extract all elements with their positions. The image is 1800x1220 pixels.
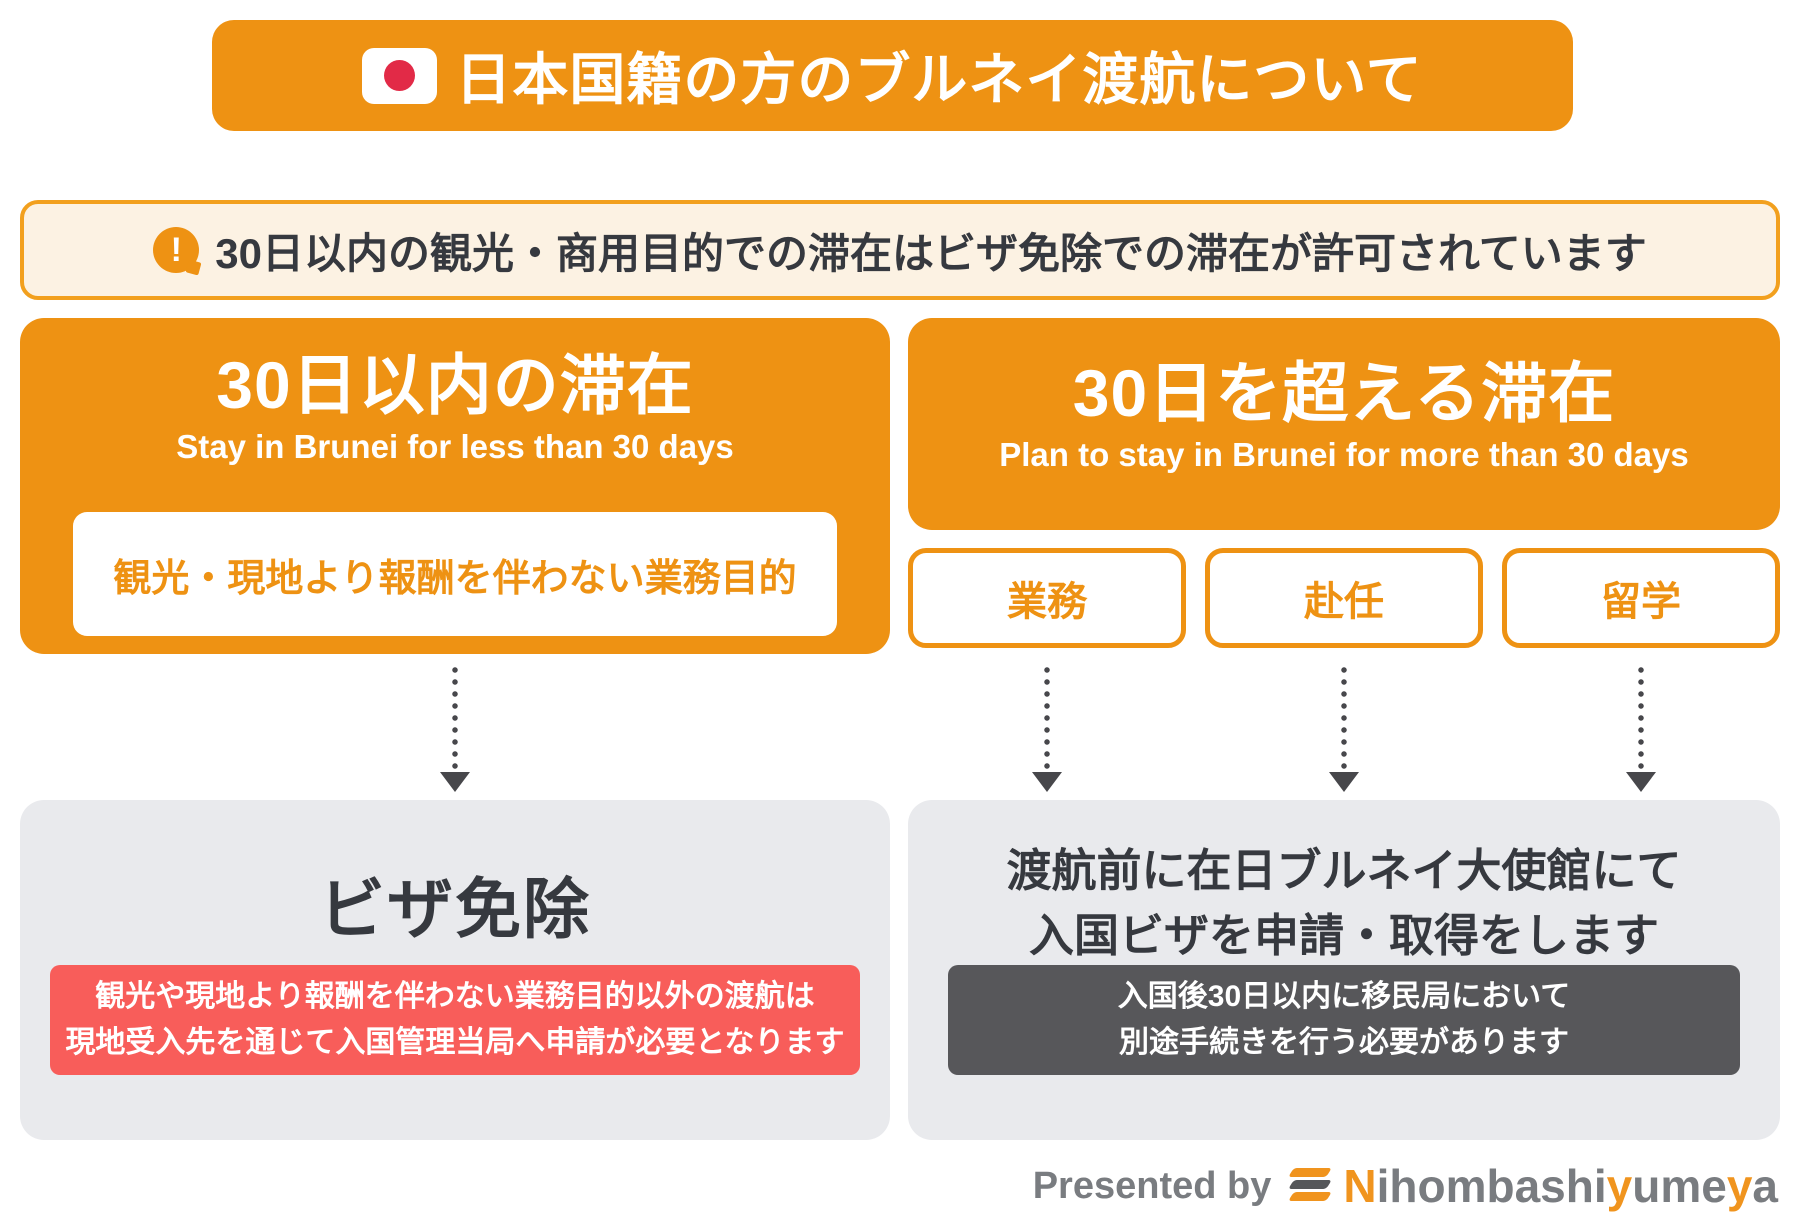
presented-by-label: Presented by (1032, 1164, 1272, 1207)
footer: Presented by Nihombashiyumeya (1033, 1158, 1778, 1214)
long-stay-title-jp: 30日を超える滞在 (1072, 356, 1616, 430)
short-stay-purpose: 観光・現地より報酬を伴わない業務目的 (73, 512, 837, 636)
category-box-study: 留学 (1502, 548, 1780, 648)
page-title: 日本国籍の方のブルネイ渡航について (455, 48, 1423, 111)
brand-name: Nihombashiyumeya (1343, 1159, 1778, 1213)
long-stay-note-line2: 別途手続きを行う必要があります (1119, 1026, 1569, 1059)
long-stay-result-heading: 渡航前に在日ブルネイ大使館にて 入国ビザを申請・取得をします (908, 838, 1780, 969)
alert-icon: ! (153, 227, 200, 273)
brand-segment: y (1726, 1160, 1753, 1212)
arrow-down-icon (1626, 664, 1656, 794)
arrow-dotted-line (1341, 664, 1347, 770)
notice-text: 30日以内の観光・商用目的での滞在はビザ免除での滞在が許可されています (215, 229, 1647, 277)
japan-flag-icon (362, 47, 438, 104)
brand-segment: y (1606, 1160, 1633, 1212)
category-box-business: 業務 (908, 548, 1186, 648)
long-stay-result-box: 渡航前に在日ブルネイ大使館にて 入国ビザを申請・取得をします 入国後30日以内に… (908, 800, 1780, 1140)
short-stay-note-line2: 現地受入先を通じて入国管理当局へ申請が必要となります (65, 1026, 845, 1059)
brand-segment: a (1752, 1160, 1778, 1212)
long-stay-note-line1: 入国後30日以内に移民局において (1117, 979, 1571, 1013)
arrow-dotted-line (1638, 664, 1644, 770)
arrow-head (1032, 772, 1062, 792)
brand-logo-icon (1288, 1167, 1333, 1201)
arrow-down-icon (1032, 664, 1062, 794)
arrow-dotted-line (1044, 664, 1050, 770)
japan-flag-red-circle (384, 60, 416, 91)
short-stay-box: 30日以内の滞在 Stay in Brunei for less than 30… (20, 318, 890, 654)
category-box-assignment: 赴任 (1205, 548, 1483, 648)
brand-segment: N (1343, 1160, 1377, 1212)
short-stay-note: 観光や現地より報酬を伴わない業務目的以外の渡航は 現地受入先を通じて入国管理当局… (50, 965, 860, 1075)
arrow-down-icon (440, 664, 470, 794)
arrow-head (1329, 772, 1359, 792)
visa-exemption-title: ビザ免除 (319, 872, 591, 946)
arrow-dotted-line (452, 664, 458, 770)
short-stay-note-line1: 観光や現地より報酬を伴わない業務目的以外の渡航は (95, 979, 815, 1013)
visa-exemption-notice: ! 30日以内の観光・商用目的での滞在はビザ免除での滞在が許可されています (20, 200, 1780, 300)
long-stay-note: 入国後30日以内に移民局において 別途手続きを行う必要があります (948, 965, 1740, 1075)
brand-logo-stripe (1288, 1179, 1333, 1189)
arrow-head (1626, 772, 1656, 792)
page-title-bar: 日本国籍の方のブルネイ渡航について (212, 20, 1573, 131)
brand-logo-stripe (1288, 1167, 1333, 1177)
brand-segment: ihombashi (1376, 1160, 1607, 1212)
long-stay-box: 30日を超える滞在 Plan to stay in Brunei for mor… (908, 318, 1780, 530)
short-stay-title-jp: 30日以内の滞在 (216, 348, 694, 422)
brand-segment: ume (1632, 1160, 1727, 1212)
short-stay-result-box: ビザ免除 観光や現地より報酬を伴わない業務目的以外の渡航は 現地受入先を通じて入… (20, 800, 890, 1140)
arrow-down-icon (1329, 664, 1359, 794)
arrow-head (440, 772, 470, 792)
long-stay-result-line2: 入国ビザを申請・取得をします (1028, 910, 1659, 962)
long-stay-title-en: Plan to stay in Brunei for more than 30 … (999, 436, 1689, 473)
brand-logo-stripe (1288, 1191, 1333, 1201)
long-stay-result-line1: 渡航前に在日ブルネイ大使館にて (1006, 845, 1682, 896)
short-stay-title-en: Stay in Brunei for less than 30 days (176, 428, 734, 465)
